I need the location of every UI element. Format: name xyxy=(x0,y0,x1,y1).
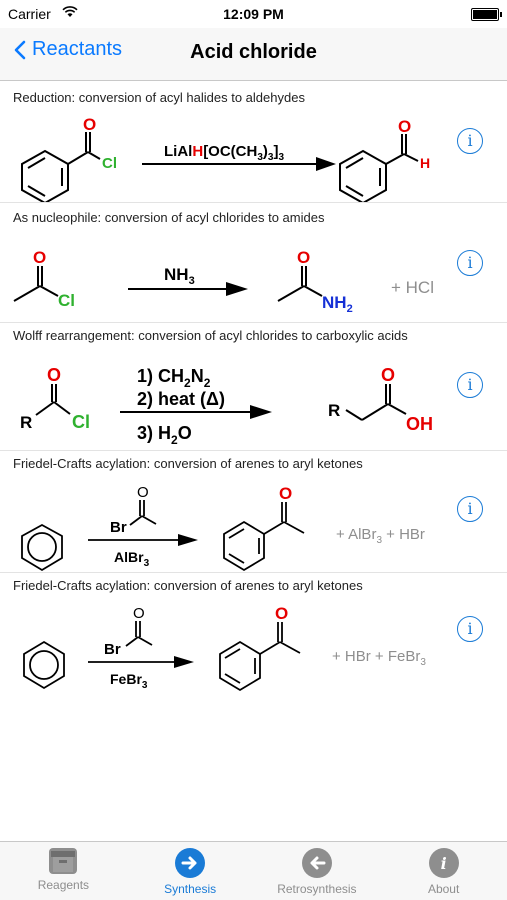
battery-icon xyxy=(471,8,502,21)
clock: 12:09 PM xyxy=(223,6,284,22)
reaction-caption: As nucleophile: conversion of acyl chlor… xyxy=(13,210,325,225)
reaction-caption: Wolff rearrangement: conversion of acyl … xyxy=(13,328,408,343)
bromine-label: Br xyxy=(104,641,121,658)
oxygen-label: O xyxy=(33,248,46,267)
back-label: Reactants xyxy=(32,38,123,60)
reaction-scheme: O Cl O NH2 NH3 + HCl xyxy=(13,248,434,315)
r-group-label: R xyxy=(20,413,32,432)
reaction-row-friedel-crafts-febr3[interactable]: Friedel-Crafts acylation: conversion of … xyxy=(0,572,507,698)
oxygen-label: O xyxy=(275,604,288,623)
step-1-label: 1) CH2N2 xyxy=(137,366,211,390)
reaction-caption: Friedel-Crafts acylation: conversion of … xyxy=(13,456,363,471)
reaction-caption: Reduction: conversion of acyl halides to… xyxy=(13,90,305,105)
oxygen-label: O xyxy=(137,484,149,501)
reaction-row-amide[interactable]: As nucleophile: conversion of acyl chlor… xyxy=(0,204,507,323)
page-title: Acid chloride xyxy=(190,41,317,63)
byproduct-label: + AlBr3 + HBr xyxy=(336,526,425,546)
status-bar: Carrier 12:09 PM xyxy=(0,0,507,28)
reaction-scheme: O Br FeBr3 O + HBr + FeBr3 xyxy=(23,604,426,692)
arrow-right-circle-icon xyxy=(175,848,206,878)
oxygen-label: O xyxy=(47,365,61,385)
oxygen-label: O xyxy=(83,115,96,134)
carrier-label: Carrier xyxy=(8,6,51,22)
reaction-scheme: O Cl O H LiAlH[OC(CH3)3]3 xyxy=(21,115,430,202)
info-button[interactable]: i xyxy=(457,128,483,154)
oxygen-label: O xyxy=(279,484,292,503)
amine-label: NH2 xyxy=(322,293,353,315)
step-3-label: 3) H2O xyxy=(137,423,192,447)
hydroxyl-label: OH xyxy=(406,414,433,434)
tab-label: Retrosynthesis xyxy=(277,882,357,896)
catalyst-label: FeBr3 xyxy=(110,671,148,691)
tab-label: Synthesis xyxy=(164,882,217,896)
chlorine-label: Cl xyxy=(58,291,75,310)
reagent-label: LiAlH[OC(CH3)3]3 xyxy=(164,143,284,163)
chlorine-label: Cl xyxy=(102,155,117,172)
byproduct-label: + HBr + FeBr3 xyxy=(332,648,426,668)
catalyst-label: AlBr3 xyxy=(114,549,150,569)
reaction-scheme: O Br AlBr3 O + AlBr3 + HBr xyxy=(21,484,425,572)
tab-retrosynthesis[interactable]: Retrosynthesis xyxy=(254,842,381,900)
info-button[interactable]: i xyxy=(457,496,483,522)
wifi-icon xyxy=(62,5,78,21)
reaction-row-wolff[interactable]: Wolff rearrangement: conversion of acyl … xyxy=(0,322,507,451)
chevron-left-icon xyxy=(14,40,26,59)
oxygen-label: O xyxy=(297,248,310,267)
oxygen-label: O xyxy=(133,605,145,622)
r-group-label: R xyxy=(328,401,340,420)
navigation-bar: Reactants Acid chloride xyxy=(0,28,507,81)
reaction-scheme: O R Cl 1) CH2N2 2) heat (Δ) 3) H2O R O O… xyxy=(20,365,433,447)
reaction-caption: Friedel-Crafts acylation: conversion of … xyxy=(13,578,363,593)
oxygen-label: O xyxy=(398,117,411,136)
info-button[interactable]: i xyxy=(457,616,483,642)
arrow-left-circle-icon xyxy=(301,848,332,878)
info-circle-icon: i xyxy=(428,848,459,878)
step-2-label: 2) heat (Δ) xyxy=(137,389,225,409)
chlorine-label: Cl xyxy=(72,412,90,432)
info-button[interactable]: i xyxy=(457,250,483,276)
box-icon xyxy=(49,848,78,874)
oxygen-label: O xyxy=(381,365,395,385)
hydrogen-label: H xyxy=(420,155,430,171)
tab-about[interactable]: i About xyxy=(380,842,507,900)
reaction-row-friedel-crafts-albr3[interactable]: Friedel-Crafts acylation: conversion of … xyxy=(0,450,507,573)
reagent-label: NH3 xyxy=(164,265,195,287)
byproduct-label: + HCl xyxy=(391,278,434,297)
tab-reagents[interactable]: Reagents xyxy=(0,842,127,900)
reaction-row-reduction[interactable]: Reduction: conversion of acyl halides to… xyxy=(0,84,507,203)
tab-label: About xyxy=(427,882,460,896)
tab-label: Reagents xyxy=(37,878,90,892)
info-button[interactable]: i xyxy=(457,372,483,398)
tab-bar: Reagents Synthesis Retrosynthesis i Abou… xyxy=(0,841,507,900)
back-button[interactable]: Reactants xyxy=(14,38,122,61)
tab-synthesis[interactable]: Synthesis xyxy=(127,842,254,900)
bromine-label: Br xyxy=(110,519,127,536)
